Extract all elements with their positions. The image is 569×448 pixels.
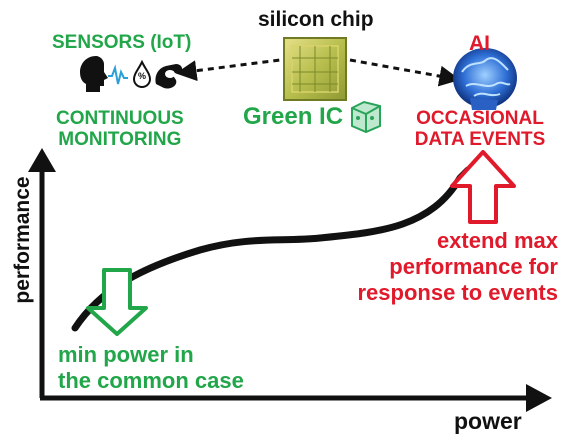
- extend-line2: performance for: [389, 254, 558, 279]
- sensors-label: SENSORS (IoT): [52, 32, 192, 53]
- min-line1: min power in: [58, 342, 194, 367]
- dashed-connector: [175, 58, 461, 87]
- brain-icon: [453, 48, 517, 110]
- silicon-chip-label: silicon chip: [258, 8, 374, 31]
- min-power-label: min power in the common case: [58, 342, 244, 394]
- y-axis: [28, 148, 56, 398]
- extend-max-arrow: [450, 150, 516, 224]
- green-ic-label: Green IC: [243, 103, 344, 130]
- sensor-badge: %: [137, 71, 146, 81]
- min-line2: the common case: [58, 368, 244, 393]
- extend-line3: response to events: [357, 280, 558, 305]
- y-axis-label: performance: [11, 176, 34, 304]
- x-axis-label: power: [454, 408, 522, 434]
- continuous-line1: CONTINUOUS: [56, 108, 184, 129]
- min-power-arrow: [86, 268, 148, 336]
- data-events-line2: DATA EVENTS: [414, 129, 546, 150]
- data-events-label: OCCASIONAL DATA EVENTS: [400, 108, 560, 150]
- head-silhouette-icon: [80, 56, 108, 92]
- extend-max-label: extend max performance for response to e…: [330, 228, 558, 306]
- ai-label: AI: [469, 32, 490, 55]
- silicon-chip-image: [283, 37, 347, 101]
- continuous-line2: MONITORING: [58, 129, 182, 150]
- hand-icon: [155, 64, 183, 89]
- extend-line1: extend max: [436, 228, 558, 253]
- droplet-icon: [132, 59, 152, 89]
- circuit-cube-icon: [351, 100, 381, 134]
- x-axis: [40, 384, 552, 412]
- data-events-line1: OCCASIONAL: [416, 108, 544, 129]
- signal-wave-icon: [108, 64, 128, 85]
- continuous-monitoring-label: CONTINUOUS MONITORING: [56, 108, 184, 150]
